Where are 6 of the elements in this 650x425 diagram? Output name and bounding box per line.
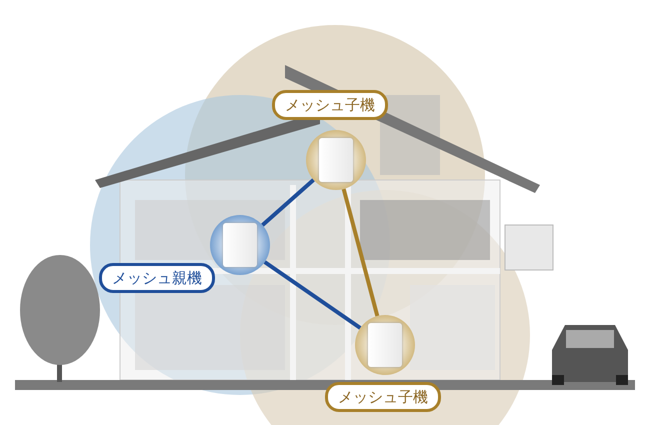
device-label: メッシュ親機 (99, 263, 215, 293)
connection-line (261, 178, 315, 227)
device-label: メッシュ子機 (272, 90, 388, 120)
connection-line (342, 188, 380, 317)
connection-line (264, 260, 362, 330)
device-label: メッシュ子機 (325, 382, 441, 412)
